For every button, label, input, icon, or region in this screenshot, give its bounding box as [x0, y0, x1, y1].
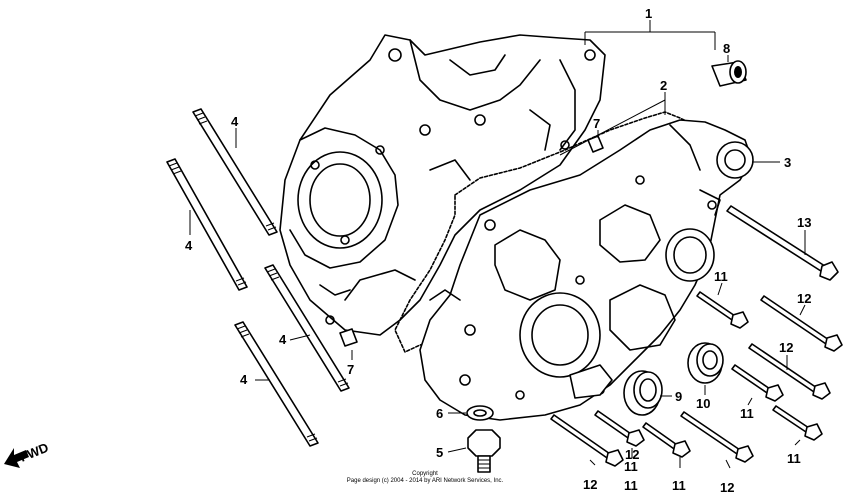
callout-2: 2 — [660, 78, 667, 93]
copyright-line-1: Copyright — [412, 471, 438, 477]
drain-bolt — [467, 429, 501, 473]
sealing-washer — [466, 405, 494, 421]
callout-5: 5 — [436, 445, 443, 460]
callout-labels: 1 2 3 4 4 4 4 5 6 7 7 8 9 10 11 11 11 11… — [185, 6, 811, 495]
callout-12: 12 — [583, 477, 597, 492]
stud-bolt — [192, 108, 278, 236]
flange-bolt — [594, 410, 645, 447]
fwd-label: FWD — [18, 440, 51, 465]
stud-bolts — [166, 108, 350, 447]
right-crankcase-half — [419, 119, 754, 421]
callout-1: 1 — [645, 6, 652, 21]
callout-8: 8 — [723, 41, 730, 56]
forward-direction-indicator: FWD — [4, 440, 51, 468]
callout-3: 3 — [784, 155, 791, 170]
callout-12: 12 — [720, 480, 734, 495]
stud-bolt — [264, 264, 350, 392]
callout-13: 13 — [797, 215, 811, 230]
callout-12: 12 — [779, 340, 793, 355]
callout-4: 4 — [231, 114, 239, 129]
copyright-line-2: Page design (c) 2004 - 2014 by ARI Netwo… — [347, 478, 504, 484]
flange-bolt — [760, 295, 843, 352]
flange-bolt — [642, 422, 691, 458]
left-crankcase-half — [279, 34, 606, 336]
callout-4: 4 — [279, 332, 287, 347]
flange-bolts — [550, 205, 843, 467]
callout-11: 11 — [624, 459, 638, 474]
flange-bolt — [550, 414, 624, 467]
callout-6: 6 — [436, 406, 443, 421]
callout-7: 7 — [347, 362, 354, 377]
flange-bolt — [731, 364, 784, 402]
callout-11: 11 — [740, 406, 754, 421]
crankcase-gasket — [394, 111, 716, 356]
oil-seal-9 — [623, 370, 663, 416]
callout-4: 4 — [185, 238, 193, 253]
fwd-arrow-icon — [4, 448, 29, 468]
flange-bolt — [726, 205, 839, 281]
stud-bolt — [166, 158, 248, 291]
callout-4: 4 — [240, 372, 248, 387]
callout-12: 12 — [797, 291, 811, 306]
callout-11: 11 — [624, 478, 638, 493]
dowel-pin — [339, 328, 358, 347]
callout-11: 11 — [787, 451, 801, 466]
callout-7: 7 — [593, 116, 600, 131]
oil-seal-10 — [687, 342, 724, 384]
needle-bearing — [711, 60, 747, 87]
flange-bolt — [680, 411, 754, 463]
callout-10: 10 — [696, 396, 710, 411]
flange-bolt — [772, 405, 823, 441]
callout-11: 11 — [714, 269, 728, 284]
callout-9: 9 — [675, 389, 682, 404]
copyright-notice: Copyright Page design (c) 2004 - 2014 by… — [347, 471, 504, 484]
dowel-pin — [587, 135, 604, 153]
flange-bolt — [748, 343, 831, 400]
callout-12: 12 — [625, 447, 639, 462]
stud-bolt — [234, 321, 319, 447]
callout-11: 11 — [672, 478, 686, 493]
leader-lines — [189, 20, 806, 469]
flange-bolt — [696, 291, 749, 329]
